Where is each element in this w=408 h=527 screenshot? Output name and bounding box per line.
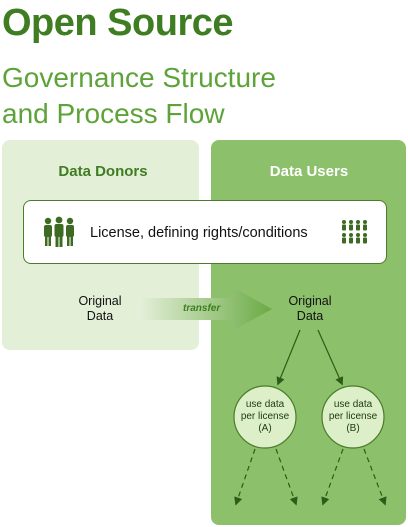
original-data-donors-line1: Original (78, 294, 122, 308)
use-node-b-label: use data per license (B) (323, 399, 383, 435)
data-users-title: Data Users (269, 163, 349, 180)
crowd-icon (342, 220, 367, 244)
transfer-arrow (138, 287, 272, 331)
use-node-b (321, 385, 385, 449)
dashed-arrow-b-right (363, 448, 387, 506)
node-b-line1: use data (333, 399, 373, 410)
original-data-users-line1: Original (288, 294, 332, 308)
node-b-line3: (B) (346, 423, 360, 434)
node-b-line2: per license (328, 411, 378, 422)
transfer-label: transfer (183, 303, 221, 314)
dashed-arrow-a-right (275, 448, 298, 506)
license-box (23, 200, 387, 264)
arrow-to-node-a (276, 329, 301, 386)
arrow-to-node-b (317, 329, 344, 386)
data-donors-title: Data Donors (58, 163, 148, 180)
subtitle-line-1: Governance Structure (2, 62, 276, 93)
license-text: License, defining rights/conditions (90, 225, 308, 241)
subtitle-line-2: and Process Flow (2, 98, 225, 129)
original-data-donors: Original Data (60, 294, 140, 324)
group-of-people-icon (44, 216, 74, 247)
original-data-donors-line2: Data (86, 309, 114, 323)
use-node-a-label: use data per license (A) (235, 399, 295, 435)
node-a-line3: (A) (258, 423, 272, 434)
node-a-line1: use data (245, 399, 285, 410)
page-subtitle: Governance Structure and Process Flow (2, 60, 276, 132)
original-data-users-line2: Data (296, 309, 324, 323)
use-node-a (233, 385, 297, 449)
page-title: Open Source (2, 2, 234, 44)
node-a-line2: per license (240, 411, 290, 422)
original-data-users: Original Data (270, 294, 350, 324)
dashed-arrow-a-left (234, 448, 256, 506)
dashed-arrow-b-left (321, 448, 344, 506)
